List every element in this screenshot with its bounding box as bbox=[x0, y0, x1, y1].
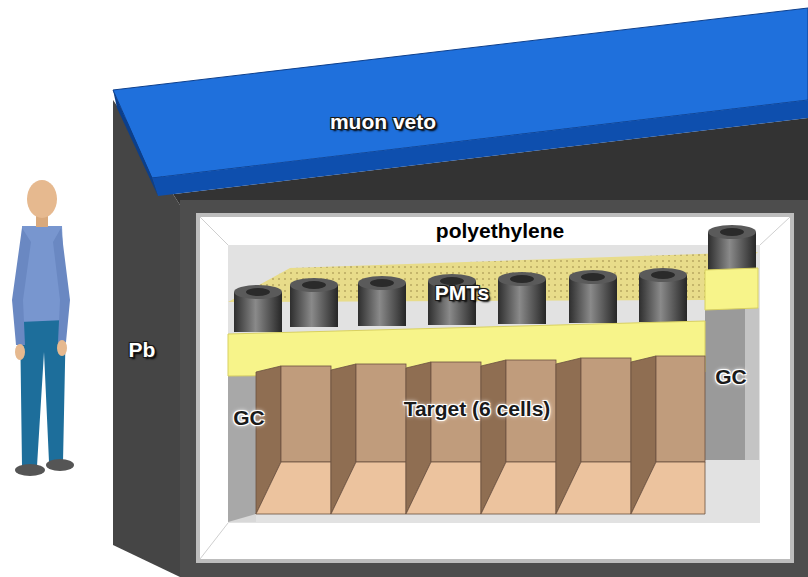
target-cell bbox=[481, 360, 556, 514]
region-label: Target (6 cells) bbox=[404, 397, 551, 421]
pmt bbox=[569, 270, 617, 323]
region-label: PMTs bbox=[435, 281, 489, 305]
pmt-top bbox=[498, 272, 546, 286]
edge-line bbox=[760, 217, 790, 245]
target-cell bbox=[256, 366, 331, 514]
cell-floor bbox=[556, 462, 631, 514]
pmt-cap bbox=[370, 279, 394, 287]
pmt-top bbox=[234, 285, 282, 299]
cell-back bbox=[356, 364, 406, 462]
lead-front bbox=[180, 200, 808, 577]
region-label: Pb bbox=[129, 338, 156, 362]
gc-right-side bbox=[745, 308, 759, 460]
pmt bbox=[639, 268, 687, 322]
edge-line bbox=[200, 523, 228, 559]
cell-back bbox=[656, 356, 705, 462]
person-hand bbox=[15, 344, 25, 360]
cell-floor bbox=[481, 462, 556, 514]
inner-cavity bbox=[228, 245, 760, 523]
pmt bbox=[234, 285, 282, 332]
target-cell bbox=[406, 362, 481, 514]
cell-floor bbox=[256, 462, 331, 514]
veto-end bbox=[113, 90, 158, 196]
lead-housing bbox=[113, 100, 808, 577]
pmt bbox=[358, 276, 406, 326]
pmt-top bbox=[290, 278, 338, 292]
pmt-cap bbox=[302, 281, 326, 289]
region-box: GC bbox=[228, 376, 272, 522]
person-shoe bbox=[15, 464, 45, 476]
cell-floor bbox=[331, 462, 406, 514]
gc-right-volume bbox=[705, 308, 759, 460]
target-cell bbox=[631, 356, 705, 514]
pmt-cap bbox=[720, 228, 744, 236]
pmt bbox=[290, 278, 338, 327]
cell-back bbox=[281, 366, 331, 462]
person-hand bbox=[57, 340, 67, 356]
cell-floor bbox=[631, 462, 705, 514]
gc-left-volume bbox=[228, 376, 256, 522]
region-label: GC bbox=[715, 365, 747, 389]
polyethylene-shield bbox=[200, 217, 790, 559]
gc-left-floor bbox=[228, 514, 256, 522]
region-box: Target (6 cells) bbox=[256, 330, 706, 516]
edge-line bbox=[200, 217, 228, 245]
person-figure bbox=[12, 180, 74, 476]
region-box: polyethylenePMTsGC Target (6 cells) GC bbox=[198, 213, 792, 561]
muon-veto-slab bbox=[113, 8, 808, 196]
person-head bbox=[27, 180, 57, 218]
pmt-body bbox=[639, 275, 687, 322]
region-label: GC bbox=[233, 406, 265, 430]
region-box: muon veto bbox=[160, 95, 620, 155]
target-cells bbox=[256, 356, 705, 514]
target-cell bbox=[331, 364, 406, 514]
pmt-top bbox=[639, 268, 687, 282]
pmt-cap bbox=[581, 273, 605, 281]
target-cell bbox=[556, 358, 631, 514]
pmt bbox=[708, 225, 756, 270]
pmt-top bbox=[569, 270, 617, 284]
lead-rim bbox=[196, 213, 794, 563]
pmt-cap bbox=[651, 271, 675, 279]
buffer-gc-right bbox=[705, 268, 758, 310]
pmt-cap bbox=[246, 288, 270, 296]
region-box: PMTs bbox=[228, 250, 760, 376]
region-box: GC bbox=[705, 308, 759, 460]
person-arm bbox=[53, 228, 70, 342]
pmt-cap bbox=[510, 275, 534, 283]
person-shoe bbox=[46, 459, 74, 471]
pmt-top bbox=[358, 276, 406, 290]
person-arm bbox=[12, 228, 31, 345]
pmt-top bbox=[708, 225, 756, 239]
cell-floor bbox=[406, 462, 481, 514]
pmt bbox=[498, 272, 546, 324]
veto-front bbox=[152, 100, 808, 196]
cell-back bbox=[581, 358, 631, 462]
region-box: Pb polyethylenePMTsGC Target (6 cells) GC bbox=[113, 200, 808, 577]
region-label: muon veto bbox=[330, 110, 436, 134]
polyethylene-layer bbox=[200, 217, 790, 559]
region-label: polyethylene bbox=[436, 219, 564, 243]
